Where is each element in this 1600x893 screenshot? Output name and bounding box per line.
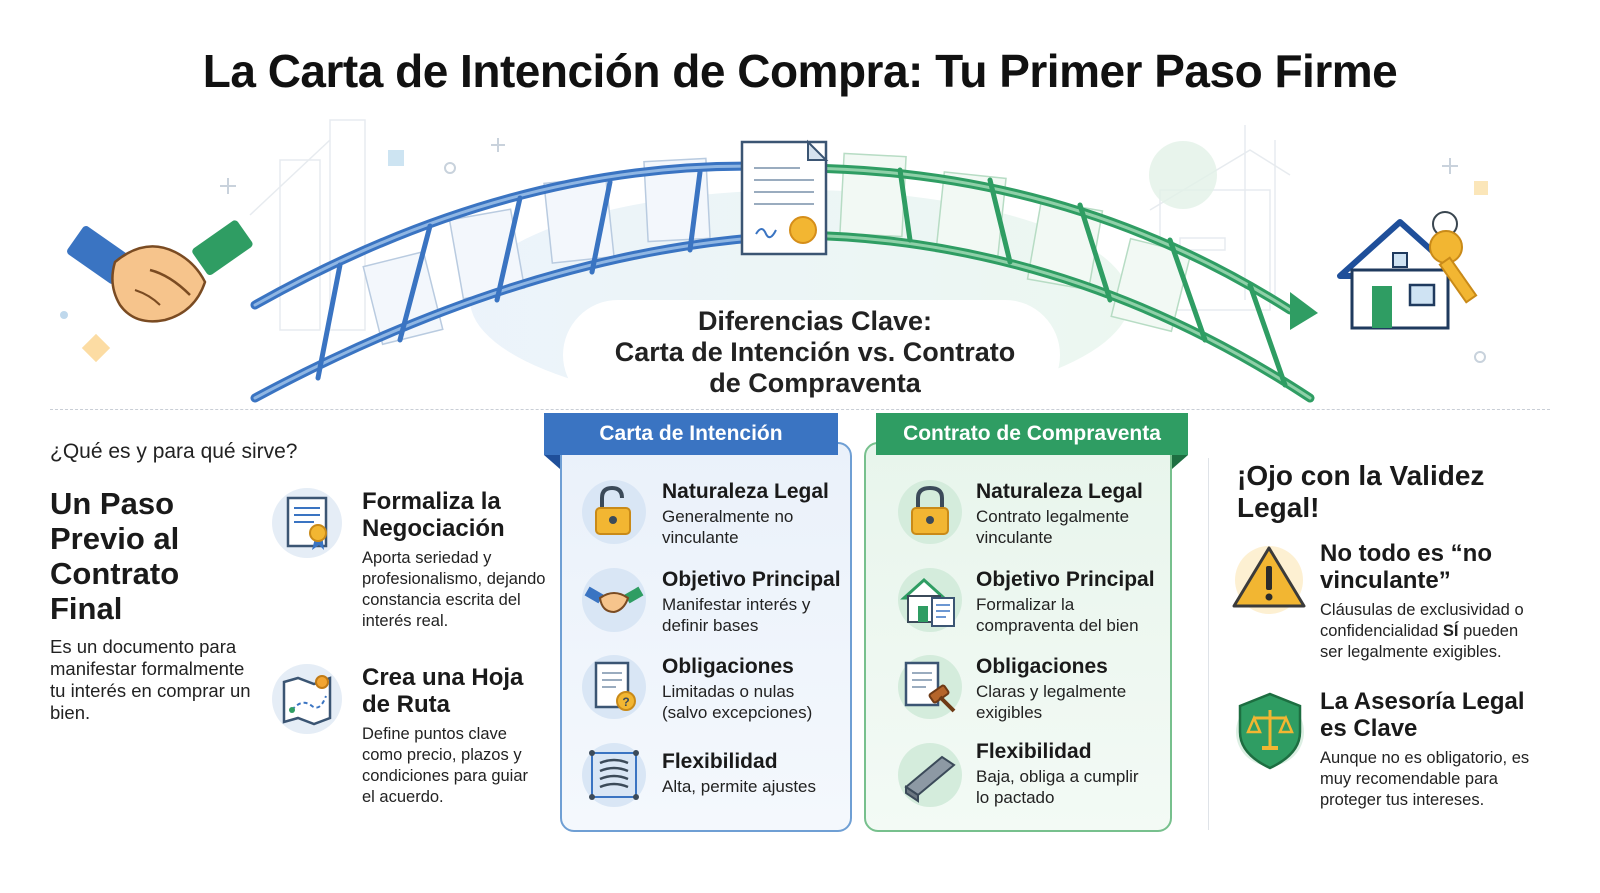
feature-title: Formaliza la Negociación [362, 488, 505, 542]
left-heading: Un Paso Previo al Contrato Final [50, 486, 180, 626]
feature-description: Aporta seriedad y profesionalismo, dejan… [362, 549, 546, 630]
warning-title: La Asesoría Legal es Clave [1320, 688, 1525, 742]
comparison-heading-line: de Compraventa [709, 368, 921, 398]
warning-description: Aunque no es obligatorio, es muy recomen… [1320, 749, 1530, 809]
asesoria-legal: La Asesoría Legal es Clave Aunque no es … [1320, 688, 1530, 811]
row-title: Naturaleza Legal [976, 480, 1143, 503]
ribbon-fold [544, 455, 560, 469]
contrato-row: Objetivo Principal Formalizar la comprav… [976, 568, 1156, 636]
warning-emphasis: SÍ [1442, 622, 1459, 640]
warning-no-vinculante: No todo es “no vinculante” Cláusulas de … [1320, 540, 1530, 663]
handshake-icon [582, 568, 646, 632]
row-description: Limitadas o nulas (salvo excepciones) [662, 682, 813, 722]
carta-row: Naturaleza Legal Generalmente no vincula… [662, 480, 842, 548]
row-title: Flexibilidad [976, 740, 1092, 763]
row-title: Flexibilidad [662, 750, 778, 773]
contrato-row: Flexibilidad Baja, obliga a cumplir lo p… [976, 740, 1156, 808]
row-description: Contrato legalmente vinculante [976, 507, 1130, 547]
row-title: Obligaciones [976, 655, 1108, 678]
left-question: ¿Qué es y para qué sirve? [50, 440, 298, 463]
gavel-document-icon [898, 655, 962, 719]
warning-description-text: pueden ser legalmente exigibles. [1320, 622, 1519, 661]
row-description: Generalmente no vinculante [662, 507, 794, 547]
spring-icon [582, 743, 646, 807]
row-description: Baja, obliga a cumplir lo pactado [976, 767, 1139, 807]
bridge-illustration [60, 119, 1488, 410]
left-description: Es un documento para manifestar formalme… [50, 636, 251, 723]
carta-row: Objetivo Principal Manifestar interés y … [662, 568, 842, 636]
row-description: Formalizar la compraventa del bien [976, 595, 1139, 635]
carta-banner: Carta de Intención [544, 413, 838, 455]
row-description: Manifestar interés y definir bases [662, 595, 811, 635]
row-title: Objetivo Principal [662, 568, 841, 591]
page-title: La Carta de Intención de Compra: Tu Prim… [202, 45, 1398, 97]
contrato-row: Naturaleza Legal Contrato legalmente vin… [976, 480, 1156, 548]
row-description: Claras y legalmente exigibles [976, 682, 1127, 722]
comparison-heading-line: Carta de Intención vs. Contrato [614, 337, 1016, 367]
warning-title: No todo es “no vinculante” [1320, 540, 1492, 594]
document-question-icon: ? [582, 655, 646, 719]
column-divider [1208, 458, 1209, 830]
feature-title: Crea una Hoja de Ruta [362, 664, 524, 718]
carta-row: Obligaciones Limitadas o nulas (salvo ex… [662, 655, 842, 723]
warning-description: Cláusulas de exclusividad o confidencial… [1320, 600, 1530, 663]
feature-description: Define puntos clave como precio, plazos … [362, 725, 529, 806]
house-key-icon [1337, 211, 1478, 330]
contrato-banner: Contrato de Compraventa [876, 413, 1188, 455]
certificate-icon [272, 488, 342, 558]
rigid-bar-icon [898, 743, 962, 807]
row-title: Naturaleza Legal [662, 480, 829, 503]
comparison-heading-line: Diferencias Clave: [697, 306, 933, 336]
contrato-row: Obligaciones Claras y legalmente exigibl… [976, 655, 1156, 723]
shield-scales-icon [1230, 688, 1310, 772]
unlocked-padlock-icon [582, 480, 646, 544]
row-description: Alta, permite ajustes [662, 777, 817, 796]
house-document-icon [898, 568, 962, 632]
section-divider [50, 409, 1550, 410]
warning-icon [1228, 540, 1310, 614]
sealed-contract-icon [740, 139, 829, 256]
feature-hoja-de-ruta: Crea una Hoja de Ruta Define puntos clav… [362, 664, 542, 808]
row-title: Obligaciones [662, 655, 794, 678]
carta-row: Flexibilidad Alta, permite ajustes [662, 750, 842, 797]
svg-text:?: ? [622, 695, 629, 709]
comparison-heading: Diferencias Clave: Carta de Intención vs… [570, 306, 1060, 399]
map-route-icon [272, 664, 342, 734]
locked-padlock-icon [898, 480, 962, 544]
legal-validity-heading: ¡Ojo con la Validez Legal! [1237, 460, 1485, 523]
ribbon-fold [1172, 455, 1188, 469]
warning-description-text: Cláusulas de exclusividad o confidencial… [1320, 601, 1524, 640]
row-title: Objetivo Principal [976, 568, 1155, 591]
feature-formaliza: Formaliza la Negociación Aporta seriedad… [362, 488, 552, 632]
handshake-icon [67, 220, 253, 323]
